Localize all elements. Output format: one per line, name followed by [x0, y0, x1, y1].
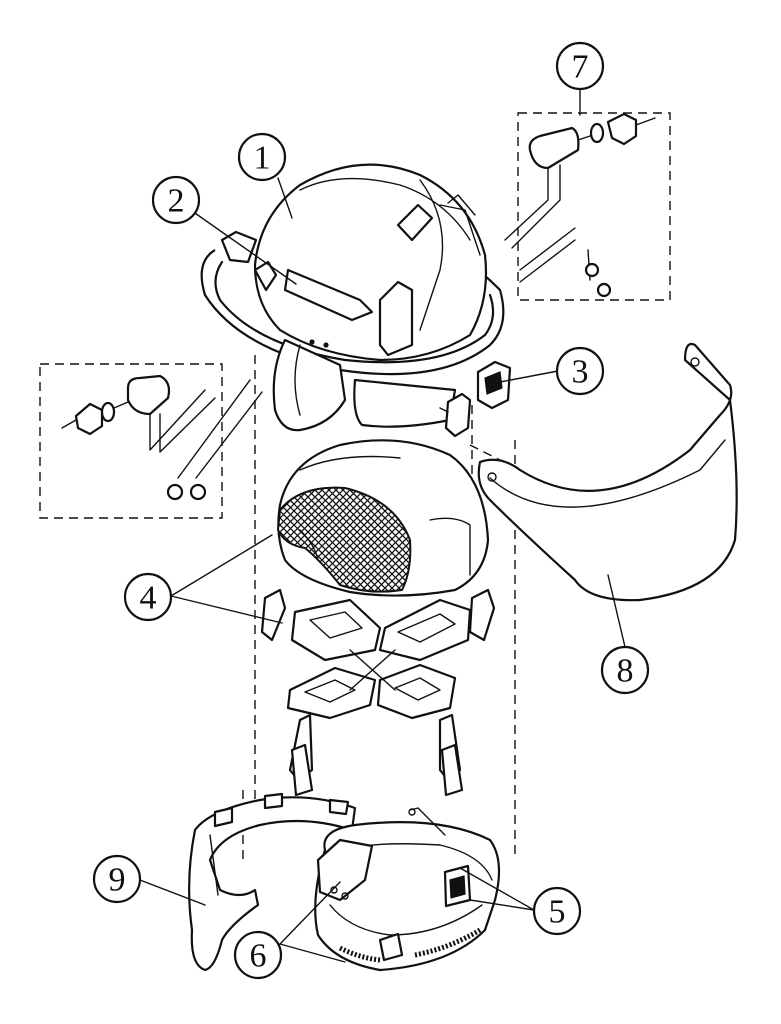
face-shield — [477, 342, 738, 602]
callout-6: 6 — [233, 930, 283, 980]
callout-5: 5 — [532, 886, 582, 936]
svg-text:2: 2 — [168, 183, 185, 220]
svg-text:9: 9 — [109, 862, 126, 899]
left-hardware-box — [39, 363, 223, 519]
right-hardware-box — [517, 112, 671, 301]
helmet-shell — [200, 163, 505, 432]
chin-strap-buckle — [439, 360, 512, 438]
leader-lines — [139, 89, 626, 963]
svg-text:4: 4 — [140, 580, 157, 617]
callout-9: 9 — [92, 854, 142, 904]
callout-3: 3 — [555, 346, 605, 396]
svg-text:3: 3 — [572, 354, 589, 391]
svg-text:8: 8 — [617, 653, 634, 690]
left-pivot-hardware — [61, 374, 263, 501]
svg-text:6: 6 — [250, 938, 267, 975]
callout-8: 8 — [600, 645, 650, 695]
right-pivot-hardware — [504, 112, 656, 298]
callout-7: 7 — [555, 41, 605, 91]
svg-text:1: 1 — [254, 140, 271, 177]
callout-4: 4 — [123, 572, 173, 622]
svg-text:7: 7 — [572, 49, 589, 86]
impact-liner — [276, 439, 490, 597]
svg-text:5: 5 — [549, 894, 566, 931]
suspension-cradle — [260, 588, 496, 797]
neck-protector — [188, 792, 357, 972]
headband-ring — [314, 807, 501, 972]
callout-1: 1 — [237, 132, 287, 182]
callout-2: 2 — [151, 175, 201, 225]
